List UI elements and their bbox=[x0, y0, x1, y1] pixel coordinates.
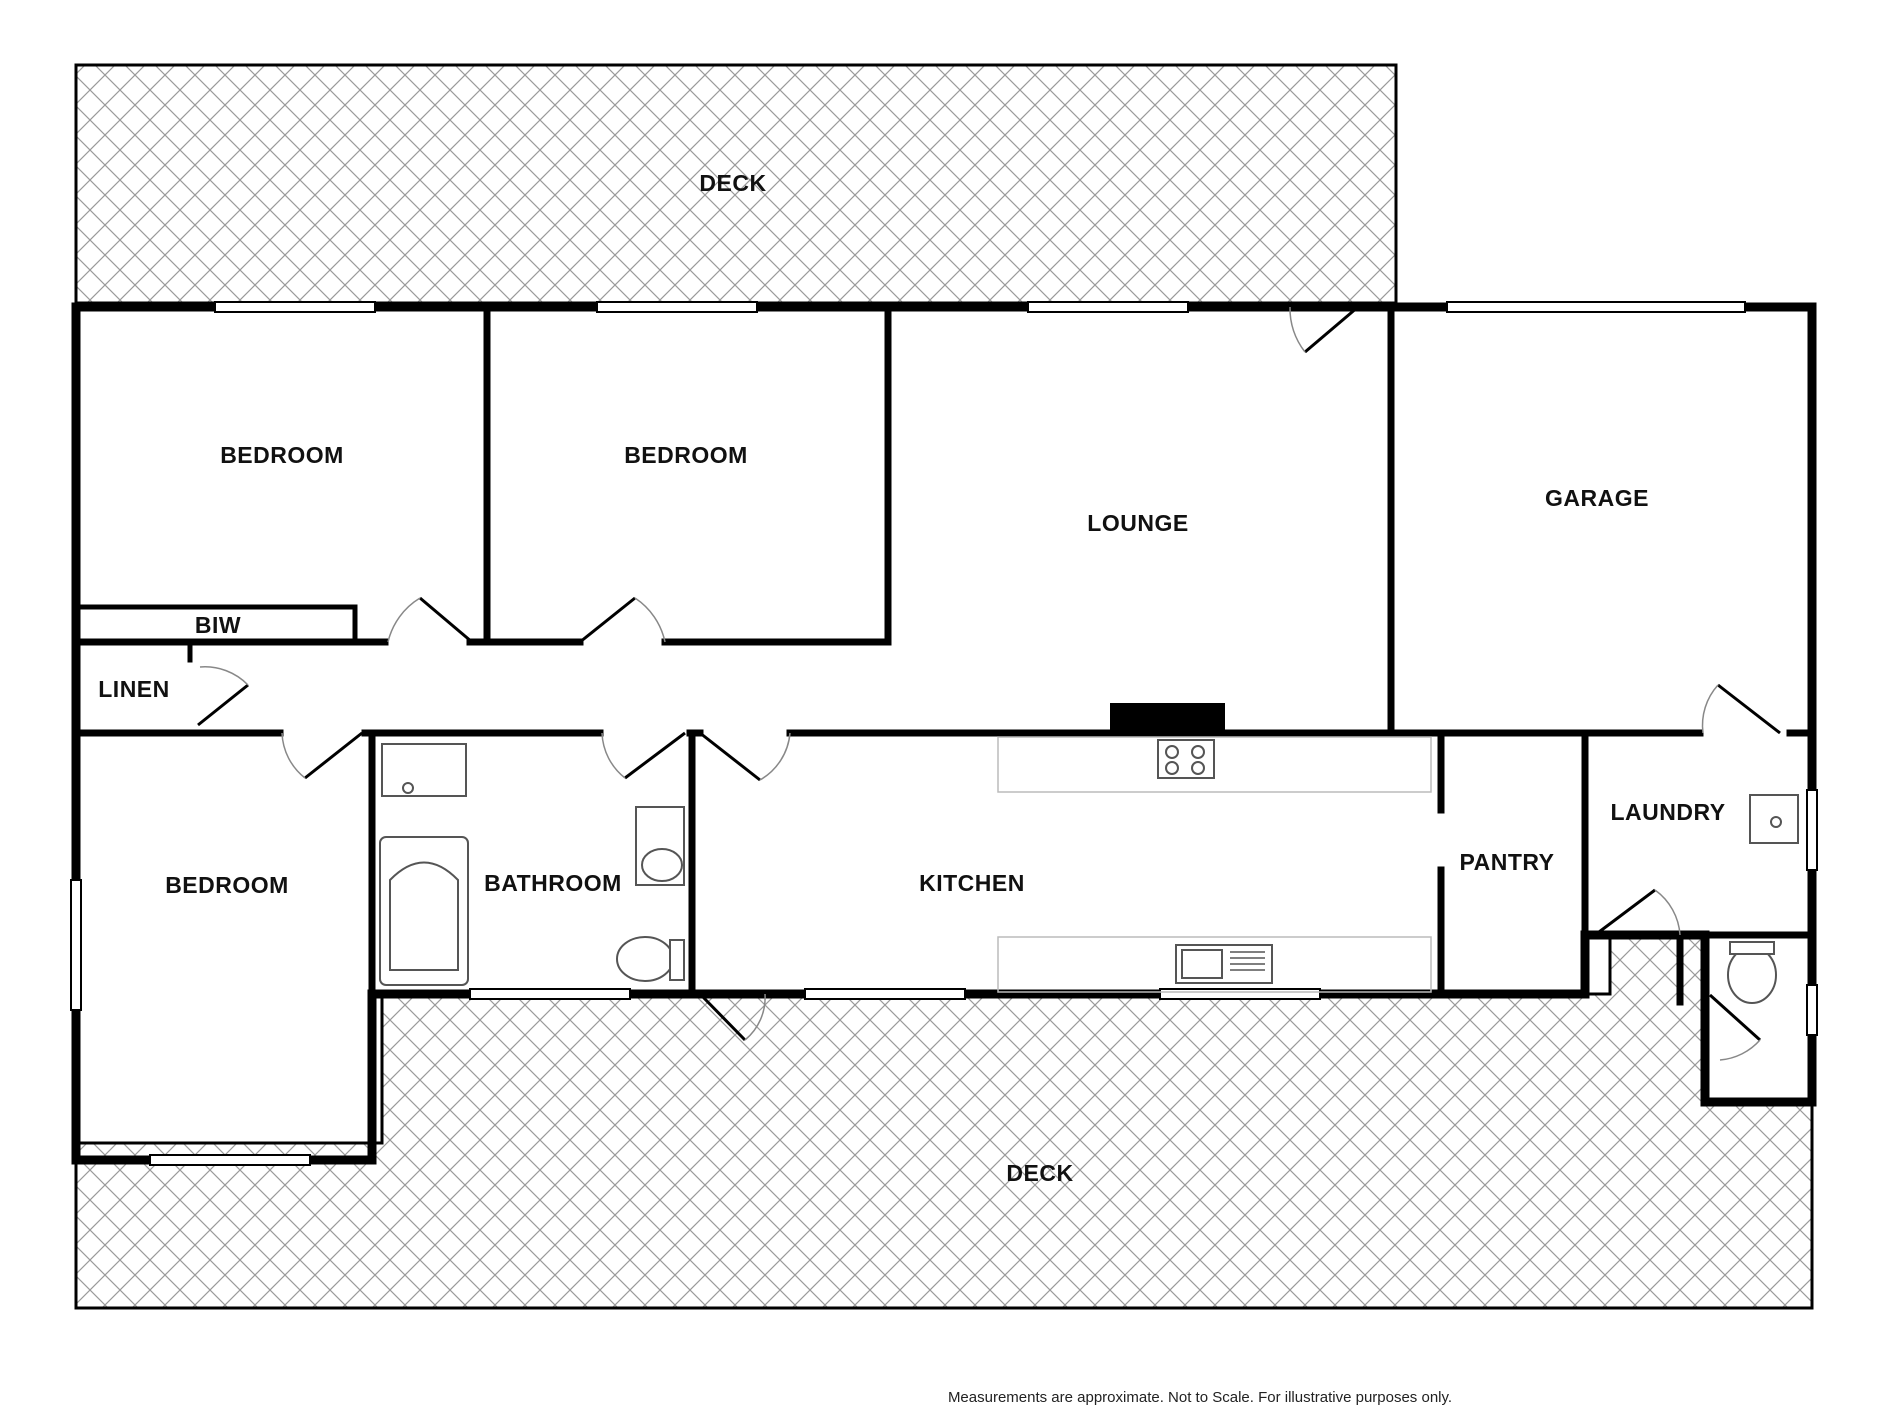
label-deck-top: DECK bbox=[699, 170, 766, 196]
label-lounge: LOUNGE bbox=[1087, 510, 1188, 536]
kitchen-bench-bottom bbox=[997, 936, 1432, 993]
label-bedroom-2: BEDROOM bbox=[624, 442, 748, 468]
label-pantry: PANTRY bbox=[1460, 849, 1555, 875]
label-bedroom-1: BEDROOM bbox=[220, 442, 344, 468]
label-kitchen: KITCHEN bbox=[919, 870, 1025, 896]
kitchen-sink-icon bbox=[1175, 944, 1273, 984]
doors bbox=[197, 305, 1781, 1061]
label-laundry: LAUNDRY bbox=[1610, 799, 1725, 825]
laundry-tub-icon bbox=[1749, 794, 1799, 844]
interior-walls bbox=[72, 303, 1816, 1006]
label-deck-bottom: DECK bbox=[1006, 1160, 1073, 1186]
label-garage: GARAGE bbox=[1545, 485, 1649, 511]
toilet-icon bbox=[616, 936, 685, 982]
fixtures bbox=[379, 736, 1799, 1004]
label-bathroom: BATHROOM bbox=[484, 870, 622, 896]
wc-toilet-icon bbox=[1727, 941, 1777, 1004]
room-labels: DECK BEDROOM BEDROOM LOUNGE GARAGE BIW L… bbox=[98, 170, 1725, 1186]
label-linen: LINEN bbox=[98, 676, 170, 702]
label-biw: BIW bbox=[195, 612, 241, 638]
windows bbox=[70, 301, 1818, 1166]
basin-icon bbox=[635, 806, 685, 886]
bathtub-icon bbox=[379, 836, 469, 986]
shower-icon bbox=[381, 743, 467, 797]
label-bedroom-3: BEDROOM bbox=[165, 872, 289, 898]
disclaimer-text: Measurements are approximate. Not to Sca… bbox=[948, 1389, 1452, 1406]
kitchen-bench-top bbox=[997, 736, 1432, 793]
cooktop-icon bbox=[1157, 739, 1215, 779]
deck-top bbox=[74, 63, 1398, 305]
